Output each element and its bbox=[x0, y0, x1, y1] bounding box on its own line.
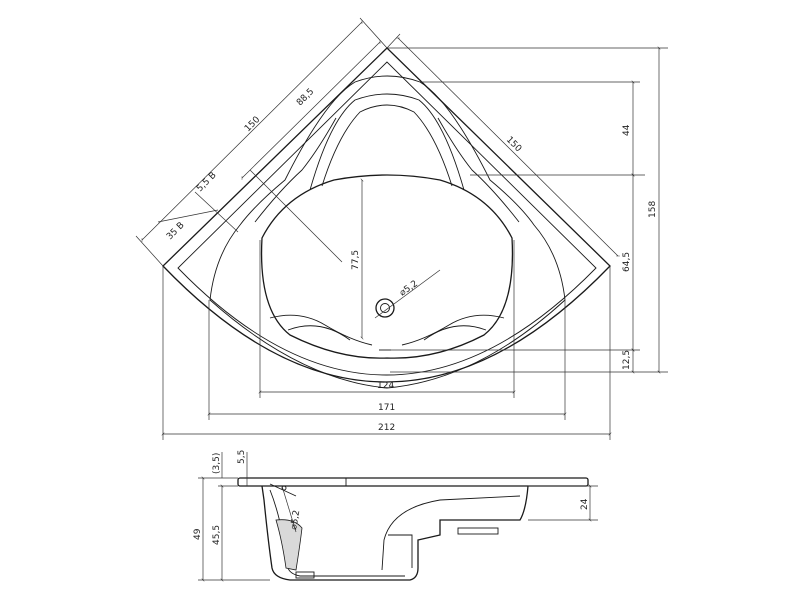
plan-armrest-left bbox=[254, 117, 337, 223]
dim-depth-49: 49 bbox=[193, 528, 203, 540]
section-seat bbox=[381, 495, 521, 571]
dim-height-12-5: 12,5 bbox=[622, 350, 632, 370]
plan-grip-left bbox=[269, 314, 373, 346]
dim-rim-5-5: 5,5 B bbox=[195, 171, 219, 195]
section-view: 49 45,5 (3,5) 5,5 ⌀5,2 24 bbox=[193, 450, 598, 582]
plan-armrest-right bbox=[437, 117, 520, 223]
section-tub-body bbox=[261, 485, 529, 581]
dim-height-64-5: 64,5 bbox=[622, 252, 632, 272]
plan-inner-rim bbox=[209, 75, 566, 389]
plan-rim-outline bbox=[177, 61, 597, 376]
plan-basin bbox=[260, 174, 514, 359]
dim-width-212: 212 bbox=[378, 423, 395, 433]
dim-width-124: 124 bbox=[377, 381, 394, 391]
plan-view: 150 88,5 5,5 B 35 B 150 44 158 64,5 12,5… bbox=[135, 17, 668, 440]
dim-rim-3-5: (3,5) bbox=[212, 453, 222, 474]
dim-rim-5-5-section: 5,5 bbox=[237, 450, 247, 464]
dim-depth-45-5: 45,5 bbox=[212, 525, 222, 545]
dim-drain-5-2: ⌀5,2 bbox=[398, 279, 420, 299]
dim-width-171: 171 bbox=[378, 403, 395, 413]
dim-height-44: 44 bbox=[622, 124, 632, 136]
dim-height-158: 158 bbox=[648, 201, 658, 218]
dim-left-150: 150 bbox=[243, 115, 262, 134]
dim-right-150: 150 bbox=[504, 135, 523, 154]
dim-drain-5-2-section: ⌀5,2 bbox=[289, 509, 302, 530]
plan-backrest-inner bbox=[321, 104, 453, 187]
dim-inner-88-5: 88,5 bbox=[295, 87, 316, 108]
plan-outer-outline bbox=[162, 47, 611, 383]
drain-icon bbox=[375, 298, 395, 318]
dim-rim-35: 35 B bbox=[165, 221, 187, 243]
section-top-rim bbox=[237, 477, 589, 487]
dim-depth-77-5: 77,5 bbox=[351, 250, 361, 270]
section-headrest bbox=[275, 519, 303, 571]
plan-grip-right bbox=[401, 314, 505, 346]
dim-seat-24: 24 bbox=[580, 498, 590, 510]
